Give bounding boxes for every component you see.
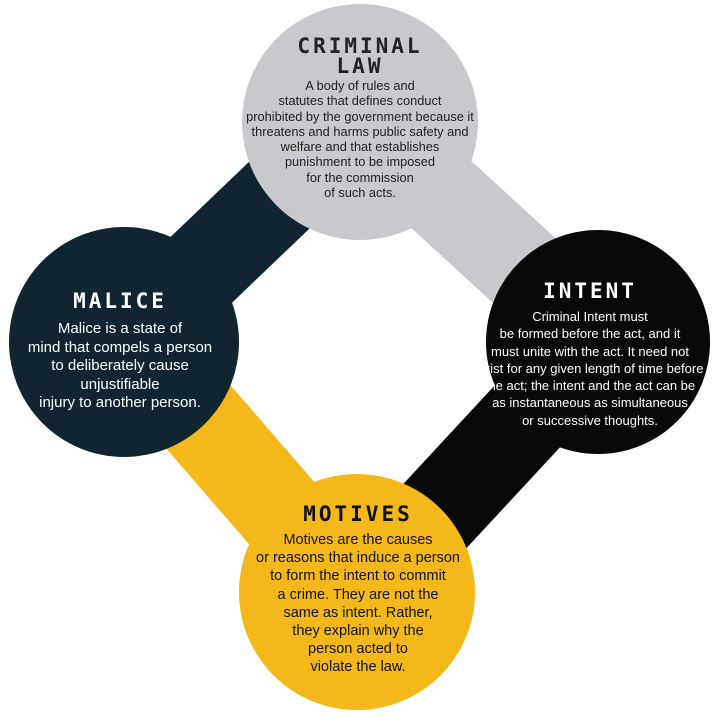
node-intent: INTENT Criminal Intent must be formed be…: [475, 280, 705, 429]
malice-text-line: Malice is a state of: [57, 320, 183, 337]
law-text-line: threatens and harms public safety and: [251, 123, 469, 139]
law-text-line: of such acts.: [324, 185, 396, 201]
law-title-line1: CRIMINAL: [297, 34, 423, 58]
law-text-line: welfare and that establishes: [280, 139, 440, 155]
intent-text-line: the act; the intent and the act can be: [484, 378, 696, 394]
motives-text-line: person acted to: [308, 641, 408, 658]
circle-motives: [239, 474, 475, 710]
node-motives: MOTIVES Motives are the causes or reason…: [238, 503, 478, 677]
law-text-line: A body of rules and: [305, 78, 415, 93]
motives-text-line: Motives are the causes: [283, 532, 433, 548]
intent-text-line: Criminal Intent must: [532, 309, 648, 324]
intent-text-line: must unite with the act. It need not: [490, 343, 689, 359]
law-text-line: punishment to be imposed: [284, 154, 436, 170]
motives-text-line: violate the law.: [310, 659, 406, 676]
intent-text-line: or successive thoughts.: [522, 412, 658, 428]
law-title-line2: LAW: [336, 54, 384, 78]
circle-malice: [9, 227, 239, 457]
intent-text-line: be formed before the act, and it: [499, 326, 681, 342]
motives-title: MOTIVES: [303, 502, 413, 526]
motives-text-line: a crime. They are not the: [277, 586, 439, 603]
intent-title: INTENT: [543, 279, 637, 303]
law-text-line: for the commission: [306, 169, 414, 185]
intent-text-line: as instantaneous as simultaneous: [492, 395, 688, 411]
motives-text-line: or reasons that induce a person: [256, 550, 460, 567]
circle-criminal-law: [242, 4, 478, 240]
node-criminal-law: CRIMINAL LAW A body of rules and statute…: [240, 34, 480, 201]
law-description: A body of rules and statutes that define…: [240, 78, 480, 200]
motives-text-line: same as intent. Rather,: [283, 604, 433, 621]
motives-text-line: to form the intent to commit: [270, 568, 446, 585]
malice-text-line: mind that compels a person: [27, 338, 213, 356]
circle-intent: [486, 230, 710, 454]
law-text-line: prohibited by the government because it: [246, 108, 474, 124]
node-malice: MALICE Malice is a state of mind that co…: [10, 290, 230, 413]
intent-description: Criminal Intent must be formed before th…: [475, 308, 705, 429]
malice-description: Malice is a state of mind that compels a…: [10, 320, 230, 413]
malice-text-line: injury to another person.: [39, 394, 201, 411]
motives-description: Motives are the causes or reasons that i…: [238, 531, 478, 677]
motives-text-line: they explain why the: [292, 623, 424, 640]
malice-text-line: to deliberately cause unjustifiable: [51, 357, 189, 393]
intent-text-line: exist for any given length of time befor…: [476, 360, 704, 376]
malice-title: MALICE: [73, 289, 167, 313]
law-title: CRIMINAL LAW: [240, 34, 480, 78]
law-text-line: statutes that defines conduct: [278, 93, 442, 109]
